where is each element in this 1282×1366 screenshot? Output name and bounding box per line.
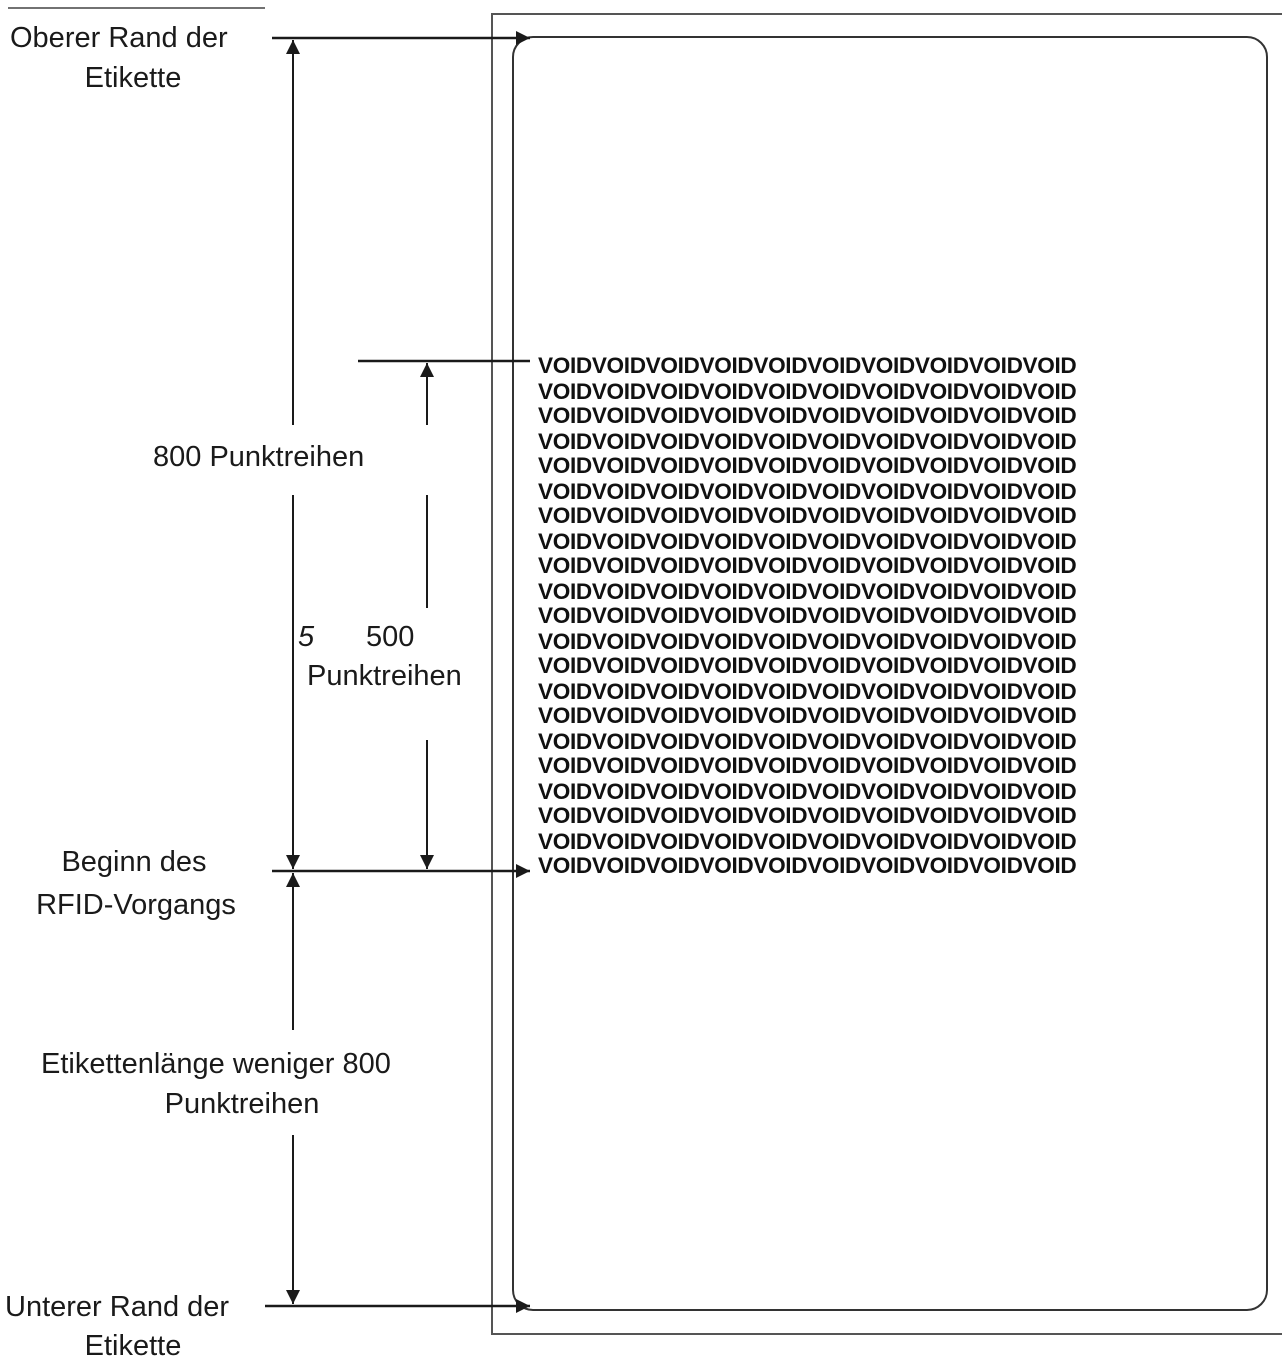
- void-row: VOIDVOIDVOIDVOIDVOIDVOIDVOIDVOIDVOIDVOID: [538, 753, 1077, 778]
- bottom-edge-label-line2: Etikette: [84, 1330, 182, 1362]
- void-row: VOIDVOIDVOIDVOIDVOIDVOIDVOIDVOIDVOIDVOID: [538, 403, 1077, 428]
- void-row: VOIDVOIDVOIDVOIDVOIDVOIDVOIDVOIDVOIDVOID: [538, 779, 1077, 804]
- void-row: VOIDVOIDVOIDVOIDVOIDVOIDVOIDVOIDVOIDVOID: [538, 653, 1077, 678]
- label-liner: [491, 13, 1282, 1335]
- dots-500-label-line2: Punktreihen: [307, 660, 462, 692]
- void-row: VOIDVOIDVOIDVOIDVOIDVOIDVOIDVOIDVOIDVOID: [538, 729, 1077, 754]
- rfid-start-label: Beginn des: [61, 846, 207, 878]
- dots-800-label: 800 Punktreihen: [153, 441, 365, 473]
- five-label: 5: [298, 621, 315, 653]
- void-row: VOIDVOIDVOIDVOIDVOIDVOIDVOIDVOIDVOIDVOID: [538, 553, 1077, 578]
- label-outline: [512, 36, 1268, 1311]
- void-row: VOIDVOIDVOIDVOIDVOIDVOIDVOIDVOIDVOIDVOID: [538, 503, 1077, 528]
- void-row: VOIDVOIDVOIDVOIDVOIDVOIDVOIDVOIDVOIDVOID: [538, 679, 1077, 704]
- void-row: VOIDVOIDVOIDVOIDVOIDVOIDVOIDVOIDVOIDVOID: [538, 803, 1077, 828]
- remaining-label-line2: Punktreihen: [164, 1088, 320, 1120]
- void-row: VOIDVOIDVOIDVOIDVOIDVOIDVOIDVOIDVOIDVOID: [538, 429, 1077, 454]
- void-row: VOIDVOIDVOIDVOIDVOIDVOIDVOIDVOIDVOIDVOID: [538, 703, 1077, 728]
- top-edge-label-line2: Etikette: [84, 62, 182, 94]
- void-row: VOIDVOIDVOIDVOIDVOIDVOIDVOIDVOIDVOIDVOID: [538, 453, 1077, 478]
- void-row: VOIDVOIDVOIDVOIDVOIDVOIDVOIDVOIDVOIDVOID: [538, 529, 1077, 554]
- void-row: VOIDVOIDVOIDVOIDVOIDVOIDVOIDVOIDVOIDVOID: [538, 379, 1077, 404]
- void-row: VOIDVOIDVOIDVOIDVOIDVOIDVOIDVOIDVOIDVOID: [538, 579, 1077, 604]
- void-row: VOIDVOIDVOIDVOIDVOIDVOIDVOIDVOIDVOIDVOID: [538, 603, 1077, 628]
- rfid-start-label-line2: RFID-Vorgangs: [36, 889, 236, 921]
- void-row: VOIDVOIDVOIDVOIDVOIDVOIDVOIDVOIDVOIDVOID: [538, 629, 1077, 654]
- dots-500-label: 500: [366, 621, 415, 653]
- top-edge-label: Oberer Rand der: [10, 22, 228, 54]
- void-row: VOIDVOIDVOIDVOIDVOIDVOIDVOIDVOIDVOIDVOID: [538, 479, 1077, 504]
- remaining-label: Etikettenlänge weniger 800: [41, 1048, 391, 1080]
- void-row: VOIDVOIDVOIDVOIDVOIDVOIDVOIDVOIDVOIDVOID: [538, 853, 1077, 878]
- void-row: VOIDVOIDVOIDVOIDVOIDVOIDVOIDVOIDVOIDVOID: [538, 829, 1077, 854]
- void-row: VOIDVOIDVOIDVOIDVOIDVOIDVOIDVOIDVOIDVOID: [538, 353, 1077, 378]
- bottom-edge-label: Unterer Rand der: [5, 1291, 230, 1323]
